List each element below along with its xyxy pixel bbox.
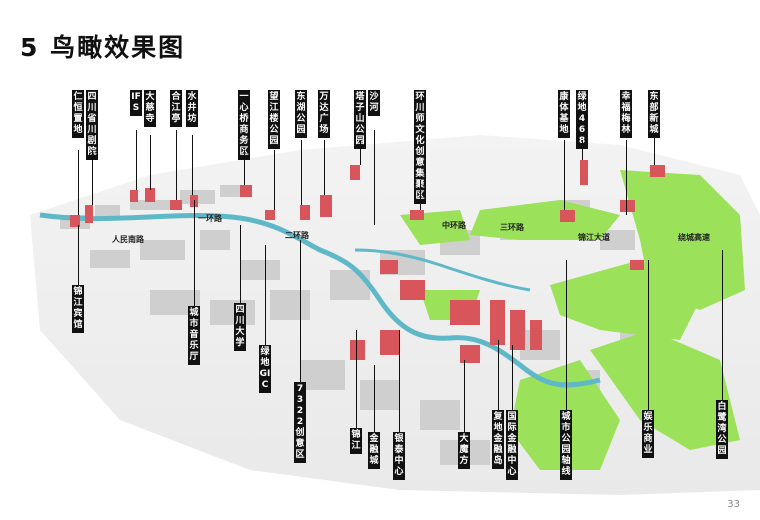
- location-label: 幸福梅林: [620, 90, 632, 138]
- location-label: 白鹭湾公园: [716, 400, 728, 459]
- location-label: 绿地468: [576, 90, 588, 149]
- location-label: 大慈寺: [144, 90, 156, 127]
- location-label: 四川省川剧院: [86, 90, 98, 160]
- road-label: 二环路: [285, 231, 309, 240]
- location-label: 康体基地: [558, 90, 570, 138]
- location-label: 合江亭: [170, 90, 182, 127]
- location-label: 娱乐商业: [642, 410, 654, 458]
- page-title: 5 鸟瞰效果图: [20, 33, 186, 62]
- page-number: 33: [727, 499, 740, 510]
- location-label: 四川大学: [234, 303, 246, 351]
- location-label: 东湖公园: [295, 90, 307, 138]
- location-label: 一心桥商务区: [238, 90, 250, 160]
- location-label: 仁恒置地: [72, 90, 84, 138]
- river-path: [39, 212, 601, 388]
- location-label: 东部新城: [648, 90, 660, 138]
- location-label: 国际金融中心: [506, 410, 518, 480]
- location-label: 望江楼公园: [268, 90, 280, 149]
- river-branch: [354, 248, 531, 292]
- location-label: 金融城: [368, 432, 380, 469]
- location-label: 银泰中心: [393, 432, 405, 480]
- road-label: 三环路: [500, 223, 524, 232]
- location-label: 塔子山公园: [354, 90, 366, 149]
- location-label: 7322创意区: [294, 382, 306, 463]
- road-label: 绕城高速: [678, 233, 710, 242]
- location-label: 城市公园轴线: [560, 410, 572, 480]
- highlight-buildings: [70, 160, 665, 363]
- location-label: 复地金融岛: [492, 410, 504, 469]
- location-label: 绿地GIC: [259, 345, 271, 393]
- location-label: 锦江宾馆: [72, 285, 84, 333]
- location-label: 城市音乐厅: [188, 306, 200, 365]
- road-label: 一环路: [198, 214, 222, 223]
- road-label: 人民南路: [112, 235, 144, 244]
- location-label: 万达广场: [318, 90, 330, 138]
- location-label: 环川师文化创意集聚区: [414, 90, 426, 204]
- road-label: 锦江大道: [578, 233, 610, 242]
- location-label: 锦江: [350, 428, 362, 454]
- road-label: 中环路: [442, 221, 466, 230]
- location-label: 大魔方: [458, 432, 470, 469]
- location-label: 水井坊: [186, 90, 198, 127]
- location-label: 沙河: [368, 90, 380, 116]
- location-label: IFS: [130, 90, 142, 116]
